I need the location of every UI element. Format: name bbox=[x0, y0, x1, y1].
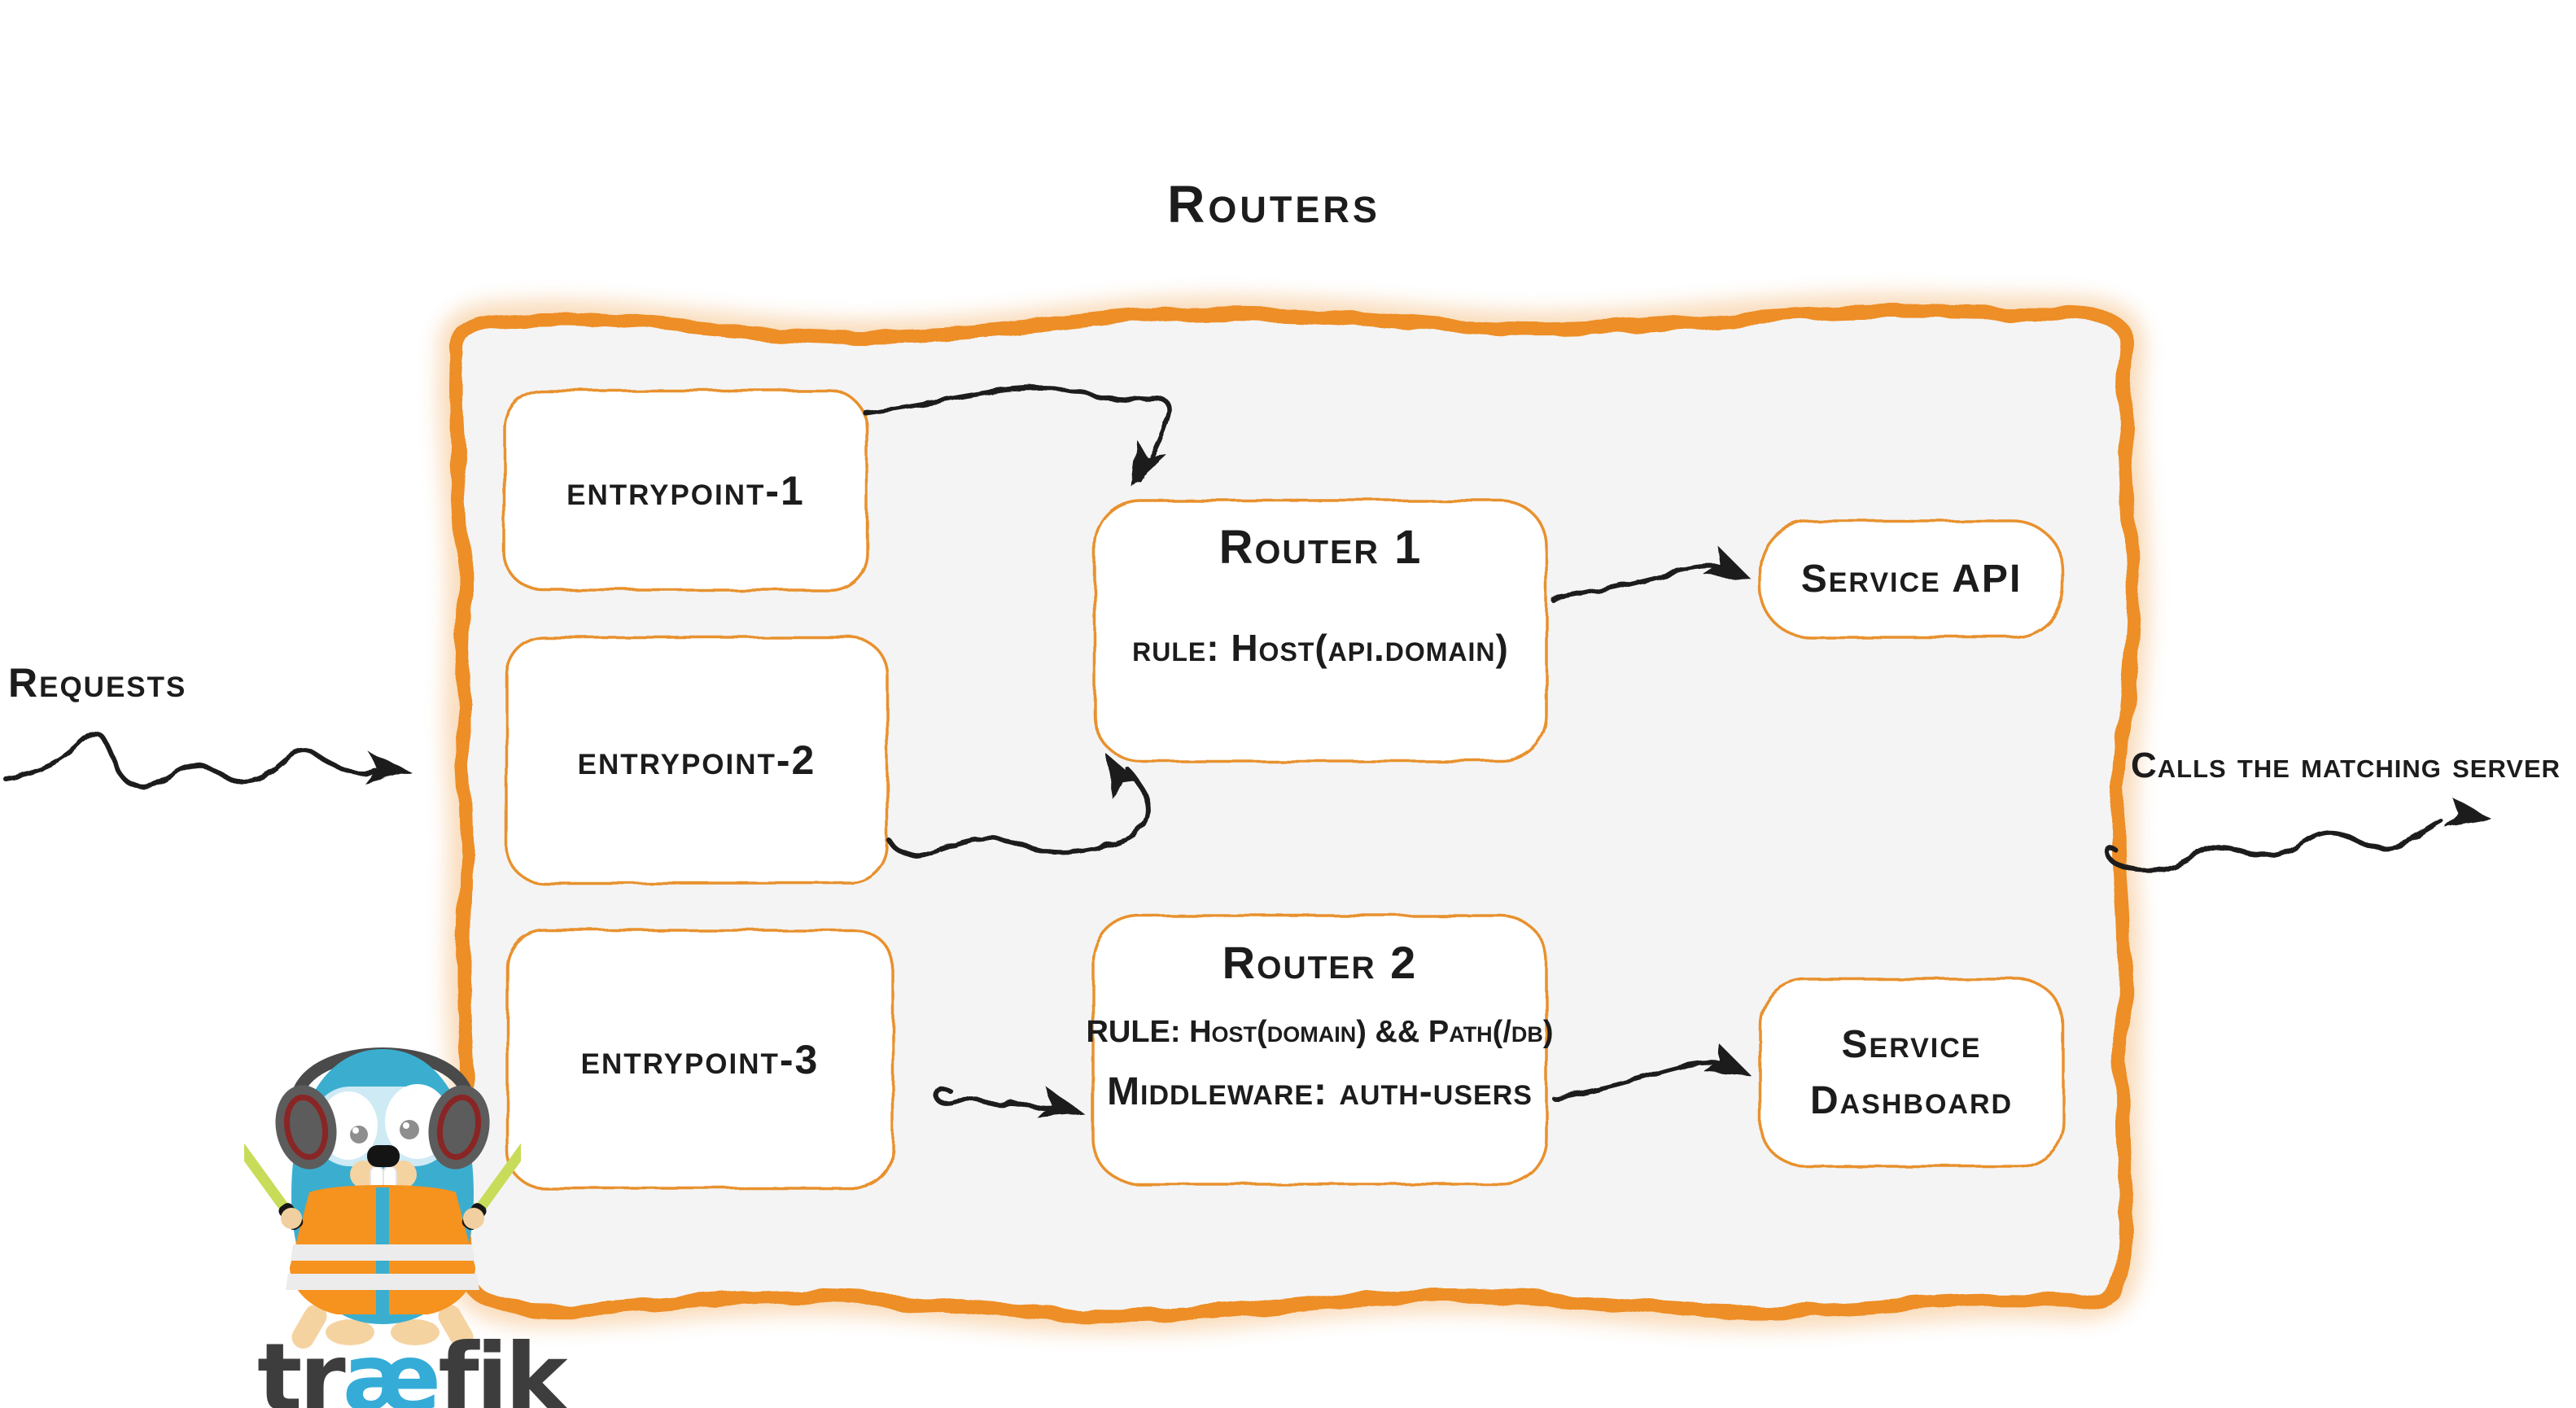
wordmark-part1: tr bbox=[257, 1323, 346, 1408]
service-dashboard-box bbox=[1758, 977, 2065, 1168]
traefik-wordmark: træfik bbox=[257, 1331, 568, 1408]
arrow-entrypoint3-to-router2 bbox=[934, 1085, 1060, 1112]
gopher-safety-vest bbox=[286, 1185, 479, 1314]
arrow-requests bbox=[2, 731, 378, 789]
arrowhead-entrypoint3-to-router2 bbox=[1037, 1086, 1084, 1117]
arrow-calls-out bbox=[2104, 820, 2444, 874]
entrypoint-2-box bbox=[505, 636, 889, 885]
service-api-box bbox=[1758, 519, 2065, 639]
service-api-label: Service API bbox=[1800, 558, 2023, 601]
arrowhead-router1-to-service-api bbox=[1704, 546, 1752, 579]
diagram-title: Routers bbox=[1167, 175, 1380, 234]
service-dashboard-label: Service Dashboard bbox=[1760, 988, 2063, 1157]
traefik-gopher-mascot bbox=[244, 1047, 521, 1349]
entrypoint-1-box bbox=[503, 389, 868, 592]
gopher-hand-left bbox=[281, 1208, 302, 1229]
arrow-entrypoint2-to-router1 bbox=[887, 767, 1150, 859]
service-dashboard-label-line2: Dashboard bbox=[1809, 1079, 2014, 1122]
router-2-title: Router 2 bbox=[1222, 936, 1418, 988]
arrowhead-requests bbox=[365, 751, 411, 784]
entrypoint-1-label: entrypoint-1 bbox=[566, 467, 805, 514]
requests-label: Requests bbox=[8, 660, 187, 706]
router-1-box bbox=[1093, 499, 1548, 763]
entrypoint-3-box bbox=[505, 929, 894, 1190]
router-2-middleware: Middleware: auth-users bbox=[1107, 1069, 1533, 1113]
arrow-entrypoint1-to-router1 bbox=[863, 385, 1172, 482]
wordmark-part2: æ bbox=[342, 1323, 442, 1408]
entrypoint-2-label: entrypoint-2 bbox=[577, 737, 816, 783]
router-2-box bbox=[1091, 914, 1548, 1186]
calls-label: Calls the matching server bbox=[2131, 746, 2561, 785]
wordmark-part3: fik bbox=[438, 1323, 567, 1408]
router-1-title: Router 1 bbox=[1218, 520, 1423, 574]
arrowhead-entrypoint1-to-router1 bbox=[1131, 439, 1166, 487]
router-1-rule: rule: Host(api.domain) bbox=[1132, 627, 1509, 669]
gopher-headphone-cup-left bbox=[275, 1085, 337, 1170]
gopher-headphone-cup-right bbox=[428, 1085, 490, 1170]
arrowhead-entrypoint2-to-router1 bbox=[1105, 753, 1142, 800]
entrypoint-3-label: entrypoint-3 bbox=[580, 1036, 820, 1082]
service-dashboard-label-line1: Service bbox=[1841, 1023, 1982, 1066]
gopher-hand-right bbox=[463, 1208, 484, 1229]
gopher-snout bbox=[350, 1145, 417, 1196]
arrowhead-calls-out bbox=[2445, 796, 2492, 828]
router-2-rule: RULE: Host(domain) && Path(/db) bbox=[1086, 1014, 1554, 1049]
arrowhead-router2-to-service-dashboard bbox=[1704, 1043, 1752, 1076]
gopher-feet bbox=[291, 1305, 474, 1349]
